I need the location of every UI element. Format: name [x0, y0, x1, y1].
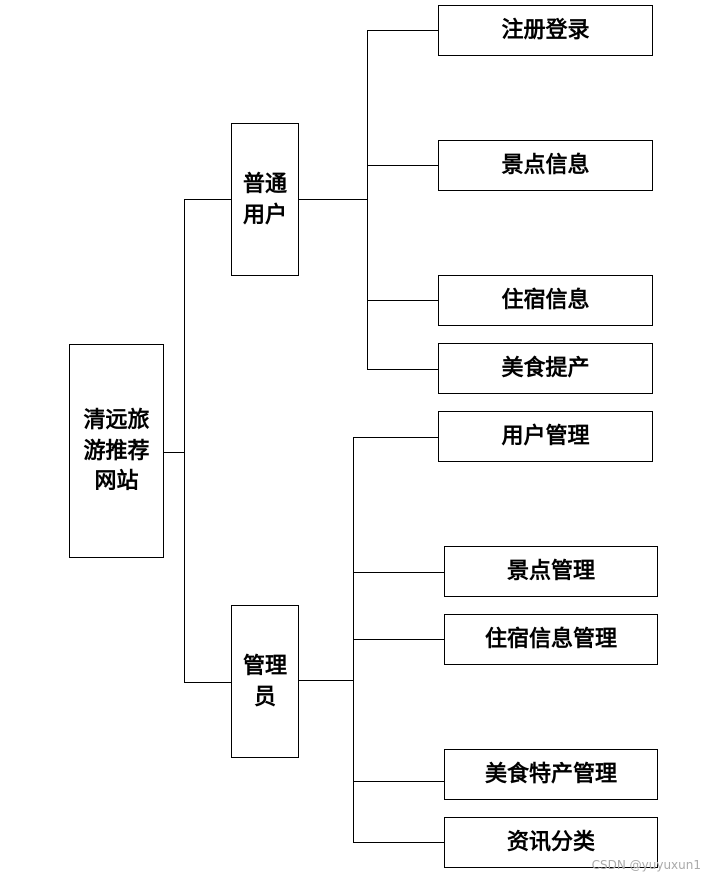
connector-admin-child-5	[353, 842, 444, 843]
connector-root-trunk	[184, 199, 185, 682]
branch-node-admin: 管理 员	[231, 605, 299, 758]
root-node: 清远旅 游推荐 网站	[69, 344, 164, 558]
leaf-node: 美食特产管理	[444, 749, 658, 800]
leaf-node: 住宿信息	[438, 275, 653, 326]
connector-admin-trunk	[353, 437, 354, 843]
leaf-node-label: 资讯分类	[506, 829, 595, 856]
leaf-node: 用户管理	[438, 411, 653, 462]
leaf-node: 景点管理	[444, 546, 658, 597]
leaf-node: 景点信息	[438, 140, 653, 191]
leaf-node: 注册登录	[438, 5, 653, 56]
branch-node-admin-label: 管理 员	[242, 652, 287, 710]
leaf-node-label: 注册登录	[501, 17, 590, 44]
connector-to-admin	[184, 682, 231, 683]
leaf-node-label: 住宿信息	[501, 287, 590, 314]
leaf-node-label: 用户管理	[501, 423, 590, 450]
watermark: CSDN @yuyuxun1	[591, 858, 701, 872]
connector-admin-child-4	[353, 781, 444, 782]
connector-admin-child-3	[353, 639, 444, 640]
connector-user-trunk	[367, 30, 368, 369]
connector-admin-child-1	[353, 437, 438, 438]
leaf-node-label: 美食提产	[501, 355, 590, 382]
branch-node-user-label: 普通 用户	[242, 170, 287, 228]
connector-user-out	[299, 199, 367, 200]
leaf-node-label: 住宿信息管理	[484, 626, 617, 653]
connector-admin-out	[299, 680, 353, 681]
branch-node-user: 普通 用户	[231, 123, 299, 276]
connector-to-user	[184, 199, 231, 200]
connector-root	[164, 452, 184, 453]
connector-admin-child-2	[353, 572, 444, 573]
leaf-node-label: 美食特产管理	[484, 761, 617, 788]
leaf-node: 住宿信息管理	[444, 614, 658, 665]
connector-user-child-2	[367, 165, 438, 166]
connector-user-child-3	[367, 300, 438, 301]
connector-user-child-4	[367, 369, 438, 370]
root-node-label: 清远旅 游推荐 网站	[83, 406, 150, 495]
leaf-node-label: 景点信息	[501, 152, 590, 179]
leaf-node: 美食提产	[438, 343, 653, 394]
leaf-node-label: 景点管理	[506, 558, 595, 585]
connector-user-child-1	[367, 30, 438, 31]
leaf-node: 资讯分类	[444, 817, 658, 868]
